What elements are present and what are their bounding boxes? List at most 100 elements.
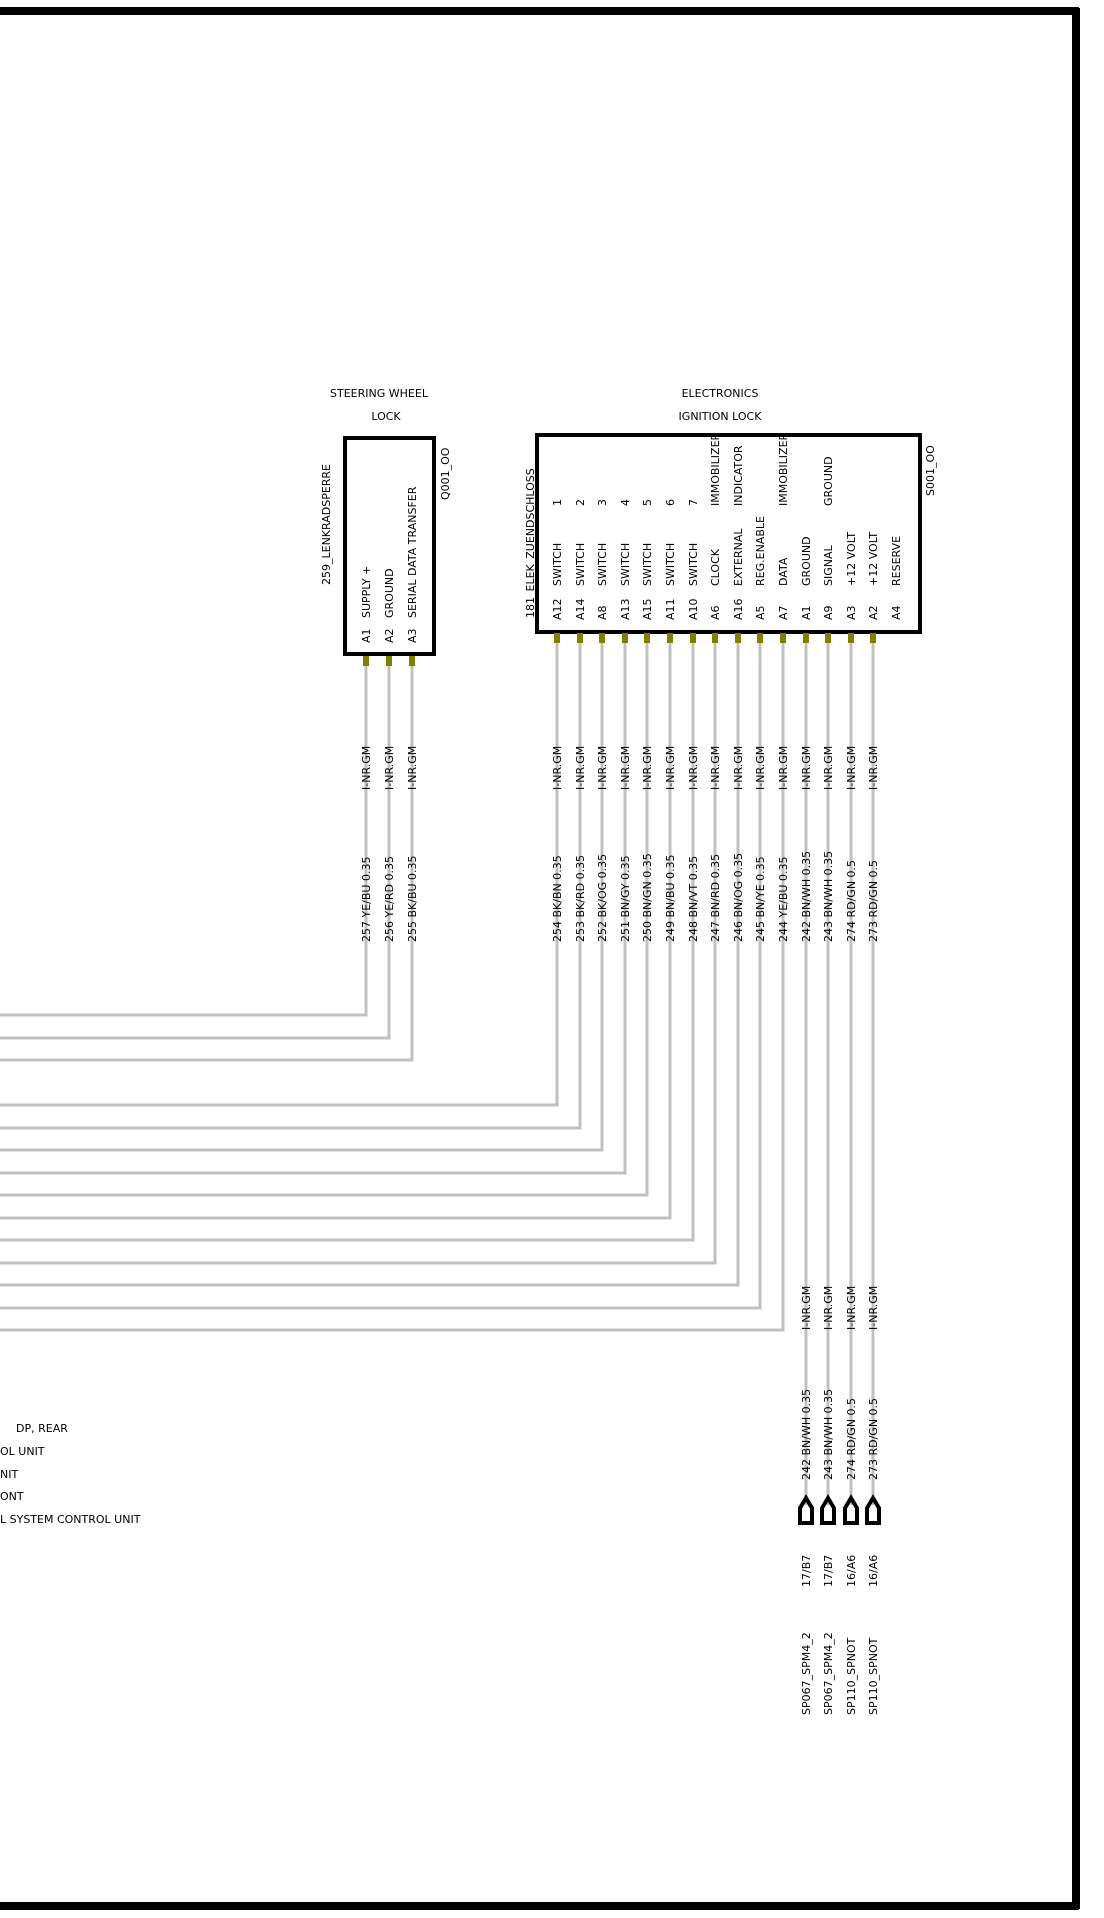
splice-name-label: SP110_SPNOT: [867, 1637, 880, 1715]
ignition-lock-box: [535, 433, 922, 634]
steering-lock-connector: 259_LENKRADSPERRE: [320, 464, 333, 585]
pin-terminal: [780, 633, 786, 643]
legend-item: NIT: [0, 1468, 18, 1481]
splice-connector-icon: [820, 1494, 836, 1525]
pin-number-label: 6: [664, 499, 677, 506]
steering-lock-title-1: STEERING WHEEL: [330, 387, 429, 400]
pin-function-label: SWITCH: [596, 543, 609, 586]
pin-function-label: SIGNAL: [822, 544, 835, 586]
pin-number-label: GROUND: [822, 456, 835, 506]
wire-label: 252 BK/OG 0.35: [596, 854, 609, 942]
pin-terminal: [667, 633, 673, 643]
wire: [0, 640, 582, 1130]
pin-function-label: +12 VOLT: [845, 532, 858, 586]
splice-harness-label: I-NR.GM: [822, 1286, 835, 1330]
pin-terminal: [870, 633, 876, 643]
pin-terminal: [386, 656, 392, 666]
pin-id-label: A4: [890, 605, 903, 620]
pin-id-label: A10: [687, 598, 700, 620]
steering-lock-box: [343, 436, 436, 656]
pin-id-label: A13: [619, 598, 632, 620]
pin-id-label: A14: [574, 598, 587, 620]
splice-connector-icon: [865, 1494, 881, 1525]
harness-label: I-NR.GM: [732, 746, 745, 790]
pin-function-label: GROUND: [800, 536, 813, 586]
harness-label: I-NR.GM: [754, 746, 767, 790]
pin-id-label: A8: [596, 605, 609, 620]
splice-ref-label: 17/B7: [822, 1555, 835, 1587]
pin-number-label: 3: [596, 499, 609, 506]
harness-label: I-NR.GM: [360, 746, 373, 790]
ignition-lock-designation: S001_OO: [924, 445, 937, 496]
splice-name-label: SP110_SPNOT: [845, 1637, 858, 1715]
wire-label: 274 RD/GN 0.5: [845, 860, 858, 942]
wire-label: 255 BK/BU 0.35: [406, 855, 419, 942]
wire: [0, 640, 695, 1242]
wire-label: 257 YE/BU 0.35: [360, 857, 373, 942]
pin-number-label: IMMOBILIZER: [709, 432, 722, 506]
splice-wire-label: 273 RD/GN 0.5: [867, 1398, 880, 1480]
wire: [0, 640, 717, 1265]
wire: [0, 640, 604, 1152]
pin-terminal: [409, 656, 415, 666]
splice-harness-label: I-NR.GM: [867, 1286, 880, 1330]
harness-label: I-NR.GM: [777, 746, 790, 790]
pin-id-label: A3: [406, 628, 419, 643]
pin-function-label: SUPPLY +: [360, 566, 373, 618]
pin-terminal: [825, 633, 831, 643]
splice-wire-label: 243 BN/WH 0.35: [822, 1389, 835, 1480]
pin-number-label: 2: [574, 499, 587, 506]
pin-function-label: RESERVE: [890, 536, 903, 586]
wire: [0, 640, 627, 1175]
wire-label: 247 BN/RD 0.35: [709, 854, 722, 942]
pin-function-label: SERIAL DATA TRANSFER: [406, 486, 419, 618]
harness-label: I-NR.GM: [800, 746, 813, 790]
legend-item: OL UNIT: [0, 1445, 45, 1458]
pin-function-label: REG.ENABLE: [754, 516, 767, 586]
pin-number-label: 7: [687, 499, 700, 506]
pin-function-label: SWITCH: [664, 543, 677, 586]
harness-label: I-NR.GM: [619, 746, 632, 790]
splice-name-label: SP067_SPM4_2: [822, 1632, 835, 1715]
wire: [0, 640, 785, 1332]
pin-function-label: SWITCH: [551, 543, 564, 586]
pin-function-label: CLOCK: [709, 548, 722, 586]
wire-label: 254 BK/BN 0.35: [551, 855, 564, 942]
pin-function-label: DATA: [777, 557, 790, 586]
harness-label: I-NR.GM: [383, 746, 396, 790]
pin-terminal: [363, 656, 369, 666]
wire-label: 256 YE/RD 0.35: [383, 856, 396, 942]
pin-terminal: [622, 633, 628, 643]
splice-connector-icon: [798, 1494, 814, 1525]
splice-ref-label: 16/A6: [845, 1555, 858, 1587]
splice-harness-label: I-NR.GM: [800, 1286, 813, 1330]
steering-lock-designation: Q001_OO: [439, 447, 452, 500]
pin-number-label: IMMOBILIZER: [777, 432, 790, 506]
harness-label: I-NR.GM: [664, 746, 677, 790]
pin-id-label: A12: [551, 598, 564, 620]
wire: [0, 640, 740, 1287]
pin-terminal: [735, 633, 741, 643]
wire: [0, 640, 762, 1310]
pin-terminal: [712, 633, 718, 643]
pin-function-label: SWITCH: [641, 543, 654, 586]
ignition-lock-connector: 181_ELEK_ZUENDSCHLOSS: [524, 468, 537, 618]
wire: [0, 660, 391, 1040]
wire-label: 242 BN/WH 0.35: [800, 851, 813, 942]
wire-label: 246 BN/OG 0.35: [732, 853, 745, 942]
harness-label: I-NR.GM: [596, 746, 609, 790]
ignition-lock-title-2: IGNITION LOCK: [679, 410, 763, 423]
wire-label: 251 BN/GY 0.35: [619, 855, 632, 942]
wire: [0, 640, 649, 1197]
pin-terminal: [757, 633, 763, 643]
pin-number-label: 5: [641, 499, 654, 506]
pin-number-label: 4: [619, 499, 632, 506]
pin-id-label: A1: [800, 605, 813, 620]
splice-ref-label: 16/A6: [867, 1555, 880, 1587]
pin-id-label: A2: [383, 628, 396, 643]
splice-wire-label: 274 RD/GN 0.5: [845, 1398, 858, 1480]
wire-label: 253 BK/RD 0.35: [574, 855, 587, 942]
ignition-lock-title-1: ELECTRONICS: [682, 387, 759, 400]
